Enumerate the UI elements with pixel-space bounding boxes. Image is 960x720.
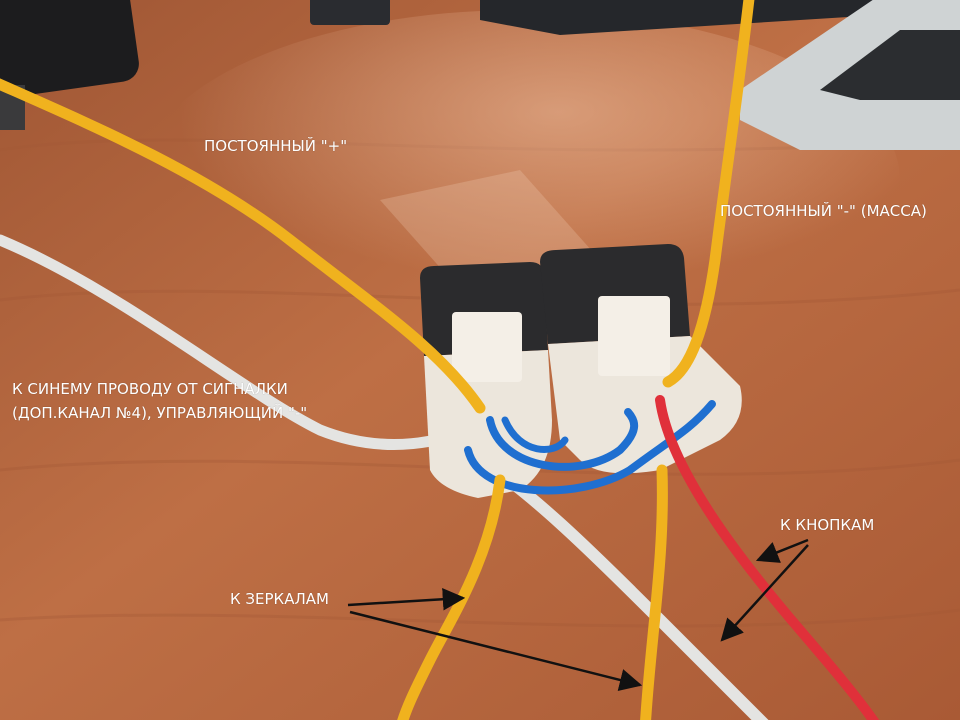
- blue-wire-short: [501, 416, 569, 454]
- label-to-buttons: К КНОПКАМ: [780, 516, 875, 534]
- arrow-buttons-red: [755, 538, 809, 563]
- red-wire: [655, 395, 880, 720]
- monitor-base: [480, 0, 960, 35]
- yellow-wire-mirror-left: [397, 474, 506, 720]
- label-blue-wire-line1: К СИНЕМУ ПРОВОДУ ОТ СИГНАЛКИ: [12, 380, 288, 398]
- relay-right: [540, 244, 742, 474]
- label-constant-plus: ПОСТОЯННЫЙ "+": [204, 137, 348, 155]
- arrow-buttons-white: [720, 544, 809, 642]
- label-to-mirrors: К ЗЕРКАЛАМ: [230, 590, 329, 608]
- label-constant-minus: ПОСТОЯННЫЙ "-" (МАССА): [720, 202, 927, 220]
- blue-wire-loop-1: [464, 400, 716, 495]
- relay-left-socket-top: [452, 312, 522, 382]
- keyboard-keys: [820, 30, 960, 100]
- label-blue-wire-line2: (ДОП.КАНАЛ №4), УПРАВЛЯЮЩИЙ "-": [12, 404, 308, 422]
- relay-right-socket-top: [598, 296, 670, 376]
- relay-right-socket: [548, 336, 742, 474]
- yellow-wire-mirror-right: [640, 464, 668, 720]
- yellow-wire-plus: [0, 78, 486, 414]
- desk-phone: [0, 0, 139, 97]
- monitor-stand: [310, 0, 390, 25]
- arrow-mirrors-right: [349, 610, 643, 691]
- arrow-mirrors-left: [347, 588, 466, 611]
- white-wire-left: [0, 234, 468, 450]
- blue-wire-loop-2: [486, 408, 639, 471]
- yellow-wire-mass: [662, 0, 755, 388]
